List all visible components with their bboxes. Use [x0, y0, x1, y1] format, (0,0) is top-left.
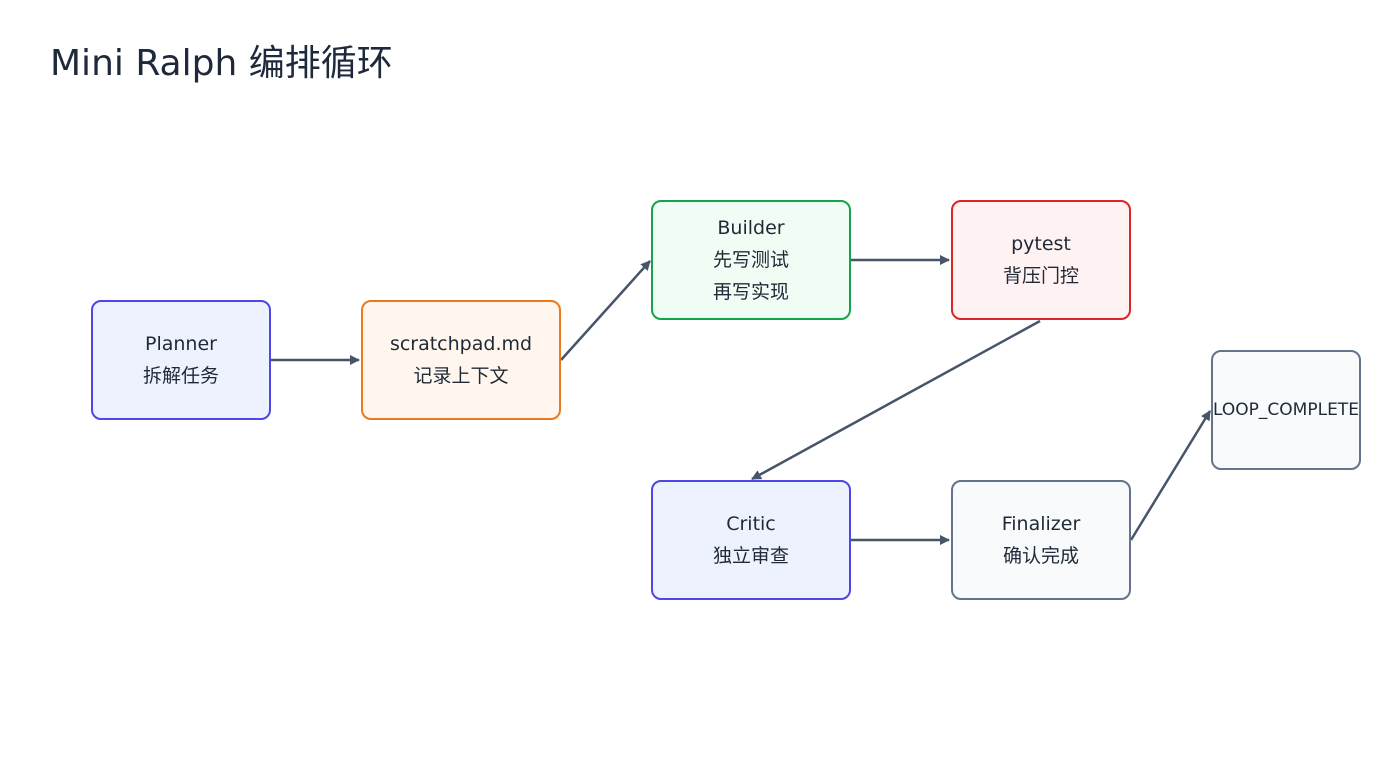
node-planner-label: Planner	[145, 333, 217, 355]
edge-finalizer-to-loop-complete	[1129, 410, 1212, 541]
node-pytest: pytest 背压门控	[951, 200, 1131, 320]
node-scratchpad: scratchpad.md 记录上下文	[361, 300, 561, 420]
page-title: Mini Ralph 编排循环	[50, 43, 393, 84]
edge-pytest-to-critic	[751, 319, 1041, 481]
node-planner: Planner 拆解任务	[91, 300, 271, 420]
node-critic-label: Critic	[726, 513, 776, 535]
edge-scratchpad-to-builder	[560, 260, 651, 361]
node-scratchpad-label: scratchpad.md	[389, 333, 533, 355]
node-pytest-desc: 背压门控	[1002, 265, 1079, 287]
node-finalizer-desc: 确认完成	[1002, 545, 1079, 567]
node-builder: Builder 先写测试 再写实现	[651, 200, 851, 320]
node-builder-desc-2: 再写实现	[712, 281, 789, 303]
node-finalizer-label: Finalizer	[1001, 513, 1081, 535]
node-loop-complete-label: LOOP_COMPLETE	[1213, 400, 1359, 420]
node-builder-label: Builder	[717, 217, 785, 239]
node-critic: Critic 独立审查	[651, 480, 851, 600]
node-planner-desc: 拆解任务	[142, 365, 219, 387]
node-critic-desc: 独立审查	[712, 545, 789, 567]
node-loop-complete: LOOP_COMPLETE	[1211, 350, 1361, 470]
node-pytest-label: pytest	[1011, 233, 1071, 255]
node-builder-desc-1: 先写测试	[712, 249, 789, 271]
node-scratchpad-desc: 记录上下文	[413, 365, 509, 387]
node-finalizer: Finalizer 确认完成	[951, 480, 1131, 600]
